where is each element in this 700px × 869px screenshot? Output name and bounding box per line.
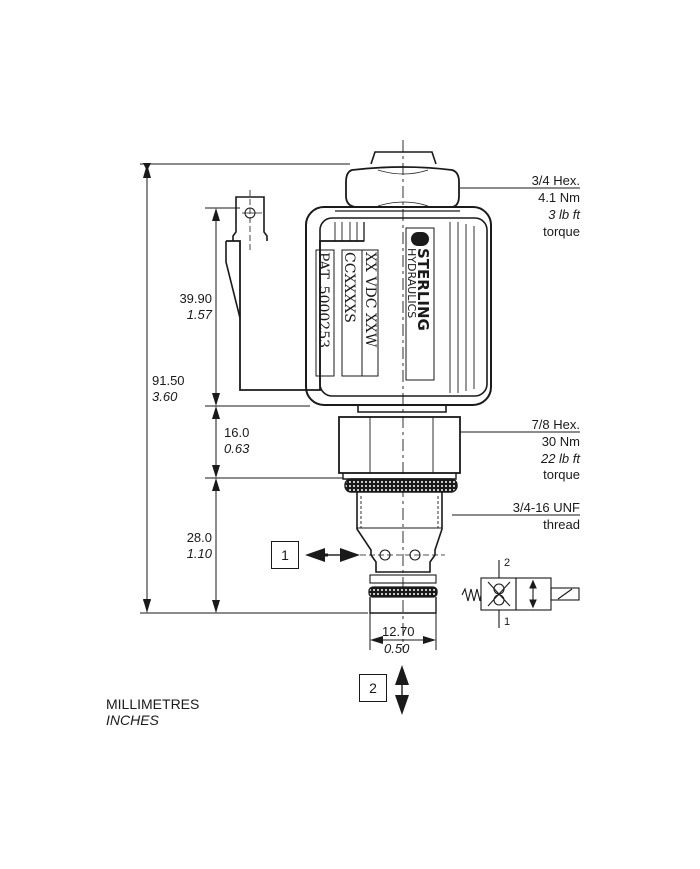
body-hex-torque-note: torque xyxy=(543,467,580,482)
part-number-label: CCXXXXS xyxy=(341,252,357,323)
brand-logo-hydraulics: HYDRAULICS xyxy=(405,248,418,319)
hex-height-in: 0.63 xyxy=(224,441,250,456)
brand-label-box xyxy=(405,227,435,381)
electrical-connector xyxy=(225,190,364,391)
schematic-port-2: 2 xyxy=(504,557,511,569)
rating-label-box xyxy=(341,249,379,377)
top-hex-size: 3/4 Hex. xyxy=(531,173,580,188)
top-hex-torque-note: torque xyxy=(543,224,580,239)
cartridge-length-mm: 28.0 xyxy=(186,530,212,545)
hex-height-mm: 16.0 xyxy=(224,425,250,440)
patent-number-label: PAT. 5000253 xyxy=(315,252,331,349)
body-hex-size: 7/8 Hex. xyxy=(531,417,580,432)
body-hex-torque-nm: 30 Nm xyxy=(541,434,580,449)
schematic-port-1: 1 xyxy=(504,616,511,628)
nose-diameter-mm: 12.70 xyxy=(382,624,415,639)
voltage-rating-label: XX VDC XXW xyxy=(362,252,378,348)
overall-height-in: 3.60 xyxy=(152,389,178,404)
top-hex-torque-nm: 4.1 Nm xyxy=(538,190,580,205)
thread-spec: 3/4-16 UNF xyxy=(512,500,580,515)
overall-height-mm: 91.50 xyxy=(152,373,185,388)
port-2-label: 2 xyxy=(359,674,387,702)
patent-label-box xyxy=(315,249,335,377)
top-hex-torque-lbft: 3 lb ft xyxy=(548,207,580,222)
valve-body xyxy=(338,405,461,614)
units-secondary: INCHES xyxy=(106,712,159,728)
port-1-label: 1 xyxy=(271,541,299,569)
cartridge-length-in: 1.10 xyxy=(186,546,212,561)
coil-height-mm: 39.90 xyxy=(179,291,212,306)
body-hex-torque-lbft: 22 lb ft xyxy=(540,451,580,466)
valve-schematic-symbol xyxy=(461,560,580,628)
nose-diameter-in: 0.50 xyxy=(384,641,410,656)
coil-height-in: 1.57 xyxy=(186,307,212,322)
units-primary: MILLIMETRES xyxy=(106,696,200,712)
brand-logo-icon xyxy=(411,232,429,246)
thread-note: thread xyxy=(543,517,580,532)
top-hex-nut xyxy=(335,151,460,212)
